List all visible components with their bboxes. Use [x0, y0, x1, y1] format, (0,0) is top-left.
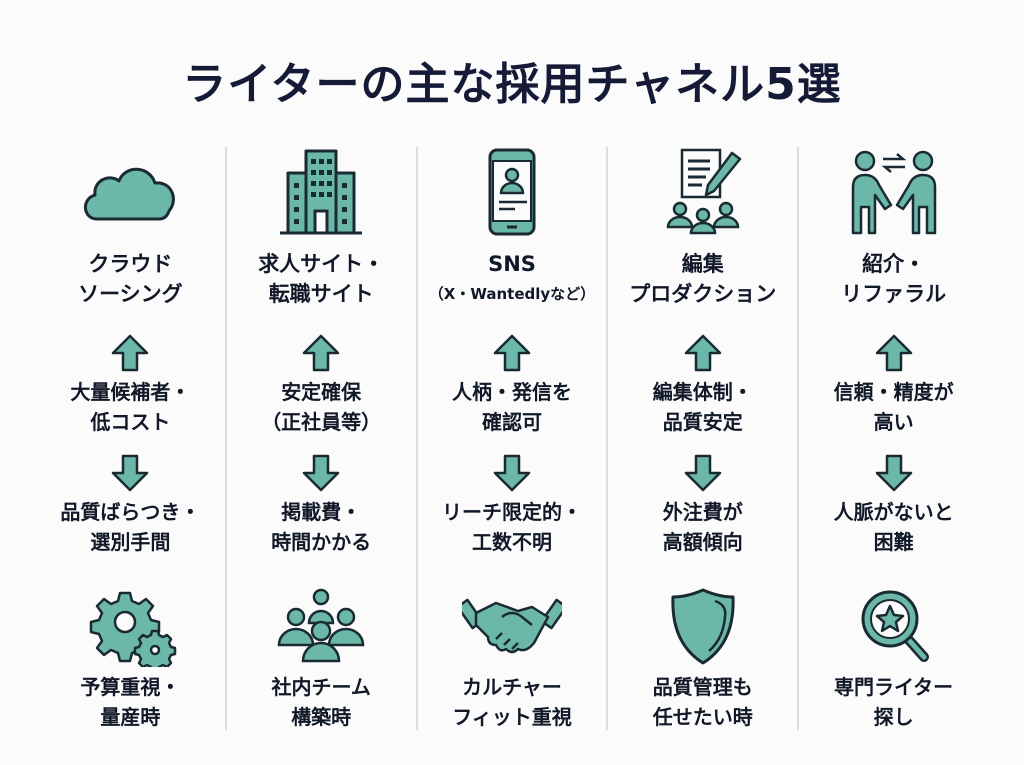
pro-text: 安定確保（正社員等） — [261, 380, 382, 434]
smartphone-profile-icon — [457, 147, 567, 237]
arrow-down-icon — [302, 454, 340, 492]
channel-name: 編集 プロダクション — [629, 252, 777, 306]
con-text: 人脈がないと困難 — [833, 500, 954, 554]
arrow-up-icon — [302, 334, 340, 372]
cloud-icon — [75, 147, 185, 237]
channel-column-referral: 紹介・ リファラル 信頼・精度が高い 人脈がないと困難 専門ライター探し — [797, 147, 988, 730]
arrow-down-icon — [112, 454, 149, 492]
page-title: ライターの主な採用チャネル5選 — [182, 59, 842, 110]
arrow-down-icon — [684, 454, 722, 492]
arrow-up-icon — [493, 334, 531, 372]
handshake-icon — [456, 587, 568, 667]
use-case-text: 専門ライター探し — [833, 675, 954, 729]
con-text: リーチ限定的・工数不明 — [441, 500, 582, 554]
channel-column-sns: SNS （X・Wantedlyなど） 人柄・発信を確認可 リーチ限定的・工数不明 — [415, 147, 607, 730]
con-text: 外注費が高額傾向 — [662, 500, 743, 554]
pro-text: 人柄・発信を確認可 — [451, 380, 572, 434]
channel-column-job-sites: 求人サイト・ 転職サイト 安定確保（正社員等） 掲載費・時間かかる — [224, 147, 416, 730]
channel-column-editorial-production: 編集 プロダクション 編集体制・品質安定 外注費が高額傾向 品質管理も任せたい時 — [606, 147, 797, 730]
con-text: 掲載費・時間かかる — [271, 500, 372, 554]
arrow-up-icon — [875, 334, 912, 372]
use-case-text: 品質管理も任せたい時 — [652, 675, 753, 729]
use-case-text: 予算重視・量産時 — [80, 675, 181, 729]
magnifier-star-icon — [844, 587, 944, 667]
channel-column-crowdsourcing: クラウド ソーシング 大量候補者・低コスト 品質ばらつき・選別手間 予算重視・量… — [36, 147, 225, 730]
arrow-up-icon — [112, 334, 149, 372]
document-team-icon — [648, 147, 758, 237]
shield-icon — [653, 587, 753, 667]
arrow-down-icon — [493, 454, 531, 492]
gears-icon — [80, 587, 180, 673]
office-building-icon — [266, 147, 376, 237]
pro-text: 編集体制・品質安定 — [652, 380, 753, 434]
channel-name: クラウド ソーシング — [78, 252, 183, 306]
arrow-up-icon — [684, 334, 722, 372]
use-case-text: 社内チーム構築時 — [271, 675, 371, 729]
use-case-text: カルチャーフィット重視 — [452, 675, 572, 729]
channel-name: SNS （X・Wantedlyなど） — [428, 252, 596, 303]
channel-name: 求人サイト・ 転職サイト — [258, 252, 385, 306]
channel-grid: クラウド ソーシング 大量候補者・低コスト 品質ばらつき・選別手間 予算重視・量… — [36, 147, 988, 730]
arrow-down-icon — [875, 454, 912, 492]
referral-people-icon — [839, 147, 949, 237]
con-text: 品質ばらつき・選別手間 — [60, 500, 201, 554]
pro-text: 信頼・精度が高い — [833, 380, 954, 434]
pro-text: 大量候補者・低コスト — [70, 380, 191, 434]
team-icon — [271, 587, 371, 667]
channel-name: 紹介・ リファラル — [841, 252, 947, 306]
